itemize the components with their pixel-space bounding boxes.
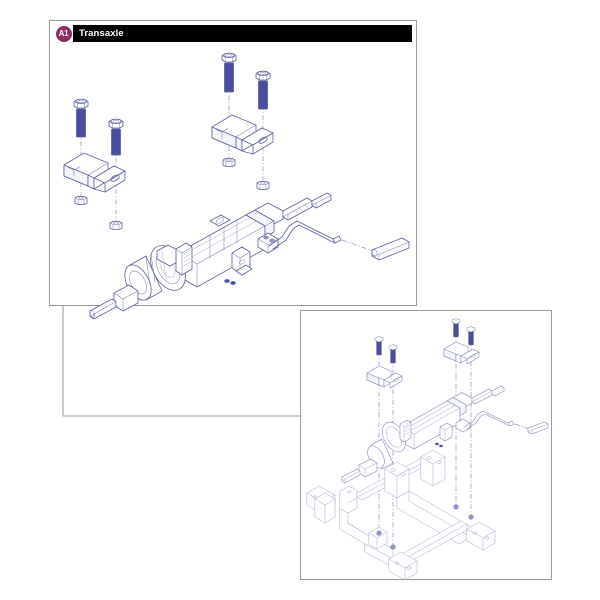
hex-head-bolt-left-rear (73, 98, 89, 138)
mounting-bracket-install-left (366, 365, 403, 389)
figure-badge-label: A1 (55, 25, 72, 42)
panel-header: A1 Transaxle (54, 25, 412, 42)
hex-head-bolt-right-front (255, 70, 271, 110)
main-figure-panel: A1 Transaxle (49, 20, 417, 320)
freewheel-release-lever (257, 220, 342, 254)
hex-head-bolt-left-front (108, 118, 124, 156)
lower-mount-lug (231, 246, 253, 276)
frame-bolt-locators (376, 504, 474, 550)
release-lever-handle (371, 237, 410, 261)
lock-nut-left-front (109, 221, 123, 230)
hex-head-bolt-install-2 (388, 344, 398, 364)
part-group-left-mount (63, 98, 126, 230)
detail-figure (301, 311, 551, 579)
detail-figure-panel (300, 310, 552, 580)
lug-fasteners (224, 279, 236, 285)
figure-badge: A1 (54, 25, 73, 42)
hex-head-bolt-right-rear (221, 52, 237, 93)
hex-head-bolt-install-3 (451, 318, 461, 338)
transaxle-assembly (89, 192, 410, 320)
motor-housing (89, 242, 193, 320)
hex-head-bolt-install-1 (374, 336, 384, 356)
lock-nut-right-rear (222, 158, 236, 167)
part-group-right-mount (211, 52, 274, 190)
main-figure (50, 43, 416, 320)
lock-nut-left-rear (74, 196, 88, 205)
handle-alignment-line (341, 239, 374, 252)
hex-head-bolt-install-4 (466, 326, 476, 346)
panel-title: Transaxle (73, 25, 412, 42)
mounting-bracket-left (63, 152, 126, 193)
transaxle-assembly-installed (341, 385, 549, 484)
mounting-bracket-right (211, 114, 274, 155)
output-shaft (254, 192, 332, 225)
chassis-frame (306, 449, 496, 579)
lock-nut-right-front (256, 181, 270, 190)
mounting-bracket-install-right (443, 341, 480, 365)
transaxle-main-barrel (177, 209, 275, 288)
